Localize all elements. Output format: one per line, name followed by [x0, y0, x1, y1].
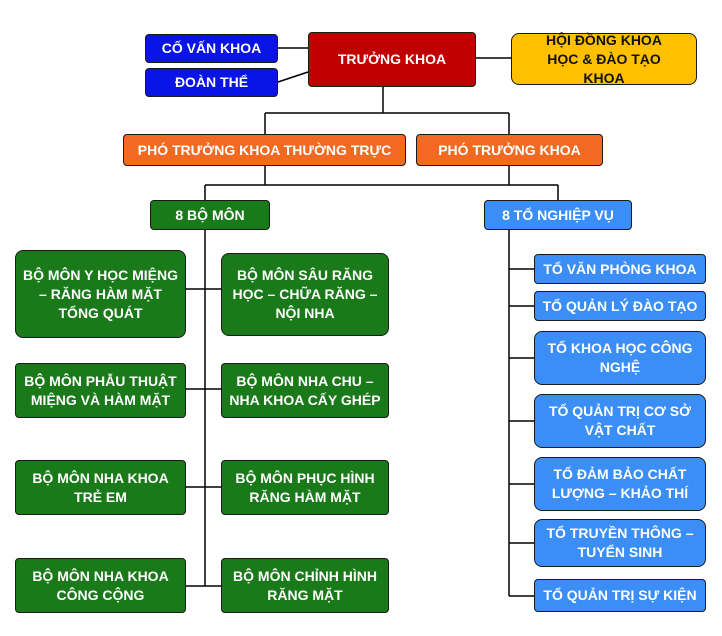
- team-box: TỔ VĂN PHÒNG KHOA: [534, 254, 706, 284]
- team-box: TỔ QUẢN TRỊ SỰ KIỆN: [534, 579, 706, 612]
- team-box: TỔ TRUYỀN THÔNG – TUYỂN SINH: [534, 519, 706, 567]
- team-box: TỔ QUẢN LÝ ĐÀO TẠO: [534, 291, 706, 321]
- department-box: BỘ MÔN NHA KHOA CÔNG CỘNG: [15, 558, 186, 613]
- department-box: BỘ MÔN CHỈNH HÌNH RĂNG MẶT: [221, 558, 389, 613]
- team-box: TỔ QUẢN TRỊ CƠ SỞ VẬT CHẤT: [534, 394, 706, 448]
- department-box: BỘ MÔN PHẪU THUẬT MIỆNG VÀ HÀM MẶT: [15, 363, 186, 418]
- department-box: BỘ MÔN NHA CHU – NHA KHOA CẤY GHÉP: [221, 363, 389, 418]
- council-box: HỘI ĐỒNG KHOA HỌC & ĐÀO TẠO KHOA: [511, 32, 697, 86]
- dean-box: TRƯỞNG KHOA: [308, 32, 476, 87]
- departments-header: 8 BỘ MÔN: [150, 200, 270, 230]
- deputy-box: PHÓ TRƯỞNG KHOA: [416, 134, 603, 166]
- advisor-box: CỐ VẤN KHOA: [145, 34, 278, 63]
- team-box: TỔ KHOA HỌC CÔNG NGHỆ: [534, 331, 706, 385]
- department-box: BỘ MÔN SÂU RĂNG HỌC – CHỮA RĂNG – NỘI NH…: [221, 253, 389, 336]
- standing-deputy-box: PHÓ TRƯỞNG KHOA THƯỜNG TRỰC: [123, 134, 406, 166]
- team-box: TỔ ĐẢM BẢO CHẤT LƯỢNG – KHẢO THÍ: [534, 457, 706, 511]
- department-box: BỘ MÔN PHỤC HÌNH RĂNG HÀM MẶT: [221, 460, 389, 515]
- teams-header: 8 TỔ NGHIỆP VỤ: [484, 200, 632, 230]
- department-box: BỘ MÔN NHA KHOA TRẺ EM: [15, 460, 186, 515]
- unions-box: ĐOÀN THỂ: [145, 68, 278, 97]
- department-box: BỘ MÔN Y HỌC MIỆNG – RĂNG HÀM MẶT TỔNG Q…: [15, 250, 186, 338]
